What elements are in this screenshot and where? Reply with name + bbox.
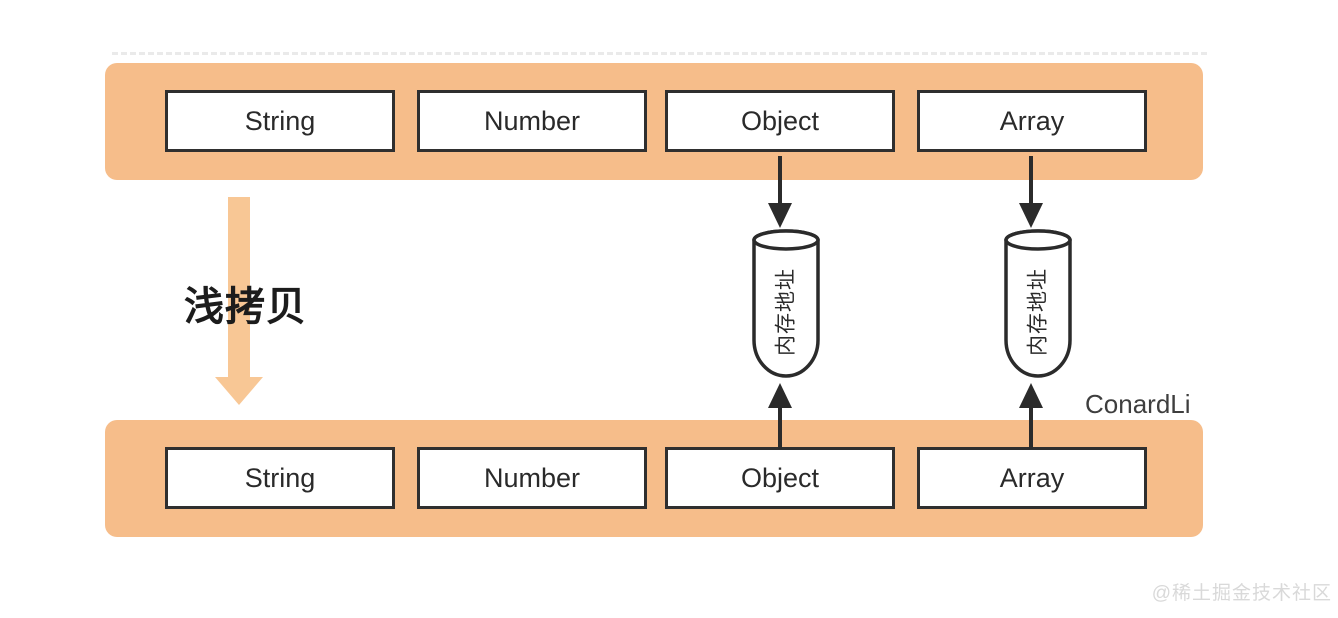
credit-text: ConardLi (1085, 389, 1191, 419)
array-to-memory-arrow-head (1019, 203, 1043, 228)
copy-array-to-memory-arrow-head (1019, 383, 1043, 408)
memory-cylinder-top (1004, 229, 1072, 251)
copy-object-to-memory-arrow-shaft (778, 404, 782, 449)
source-box-object-label: Object (740, 105, 820, 136)
array-memory-cell: 内存地址 (1004, 229, 1072, 378)
copy-box-string-label: String (244, 462, 316, 493)
source-box-number: Number (417, 90, 647, 152)
memory-cell-label: 内存地址 (775, 268, 798, 356)
copy-box-string: String (165, 447, 395, 509)
copy-box-array-label: Array (999, 462, 1065, 493)
watermark-text: @稀土掘金技术社区 (1151, 583, 1332, 604)
source-box-object: Object (665, 90, 895, 152)
shallow-copy-label: 浅拷贝 (184, 285, 307, 329)
source-box-array: Array (917, 90, 1147, 152)
object-memory-cell: 内存地址 (752, 229, 820, 378)
memory-cell-label: 内存地址 (1027, 268, 1050, 356)
shallow-copy-arrow-shaft (228, 197, 250, 379)
source-box-number-label: Number (483, 105, 581, 136)
memory-cylinder-top (752, 229, 820, 251)
copy-box-object: Object (665, 447, 895, 509)
dashed-guide-line (112, 52, 1207, 55)
source-box-string: String (165, 90, 395, 152)
copy-box-number: Number (417, 447, 647, 509)
copy-object-to-memory-arrow-head (768, 383, 792, 408)
copy-array-to-memory-arrow-shaft (1029, 404, 1033, 449)
shallow-copy-arrow-head (215, 377, 263, 405)
array-to-memory-arrow-shaft (1029, 156, 1033, 206)
copy-box-object-label: Object (740, 462, 820, 493)
source-box-string-label: String (244, 105, 316, 136)
copy-box-number-label: Number (483, 462, 581, 493)
object-to-memory-arrow-shaft (778, 156, 782, 206)
copy-box-array: Array (917, 447, 1147, 509)
object-to-memory-arrow-head (768, 203, 792, 228)
source-box-array-label: Array (999, 105, 1065, 136)
